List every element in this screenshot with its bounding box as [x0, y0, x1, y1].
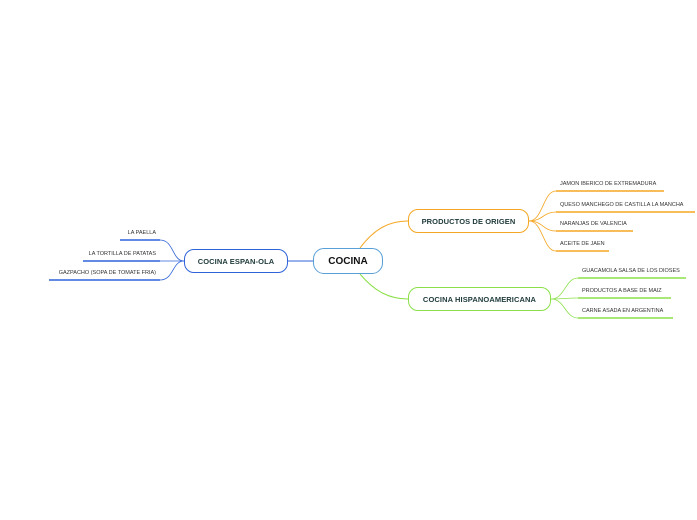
subtopic-aceite[interactable]: ACEITE DE JAEN [560, 241, 605, 247]
connector-origen-leaf-4 [528, 220, 557, 252]
subtopic-gazpacho[interactable]: GAZPACHO (SOPA DE TOMATE FRIA) [58, 270, 156, 276]
topic-label: COCINA HISPANOAMERICANA [422, 294, 537, 304]
subtopic-la-paella[interactable]: LA PAELLA [127, 230, 156, 236]
subtopic-jamon-iberico[interactable]: JAMON IBERICO DE EXTREMADURA [560, 181, 657, 187]
subtopic-tortilla[interactable]: LA TORTILLA DE PATATAS [88, 251, 156, 257]
topic-label: COCINA ESPAN-OLA [197, 256, 275, 266]
topic-productos-de-origen[interactable]: PRODUCTOS DE ORIGEN [408, 209, 529, 233]
subtopic-productos-maiz[interactable]: PRODUCTOS A BASE DE MAIZ [582, 288, 662, 294]
connector-origen-leaf-1 [528, 190, 557, 222]
connector-origen-leaf-3 [528, 220, 557, 232]
root-label: COCINA [328, 255, 368, 267]
connector-hisp-leaf-1 [550, 277, 579, 300]
subtopic-queso-manchego[interactable]: QUESO MANCHEGO DE CASTILLA LA MANCHA [560, 202, 684, 208]
topic-label: PRODUCTOS DE ORIGEN [421, 216, 516, 226]
connector-origen-leaf-2 [528, 211, 557, 222]
subtopic-guacamola[interactable]: GUACAMOLA SALSA DE LOS DIOSES [582, 268, 680, 274]
connector-hisp-leaf-3 [550, 298, 579, 319]
connector-spain-leaf-3 [159, 260, 185, 281]
topic-cocina-hispanoamericana[interactable]: COCINA HISPANOAMERICANA [408, 287, 551, 311]
root-node[interactable]: COCINA [313, 248, 383, 274]
connector-root-hisp [359, 273, 409, 300]
subtopic-naranjas[interactable]: NARANJAS DE VALENCIA [560, 221, 627, 227]
subtopic-carne-asada[interactable]: CARNE ASADA EN ARGENTINA [582, 308, 664, 314]
topic-cocina-espanola[interactable]: COCINA ESPAN-OLA [184, 249, 288, 273]
connector-root-origen [359, 220, 409, 249]
connector-spain-leaf-1 [159, 239, 185, 262]
